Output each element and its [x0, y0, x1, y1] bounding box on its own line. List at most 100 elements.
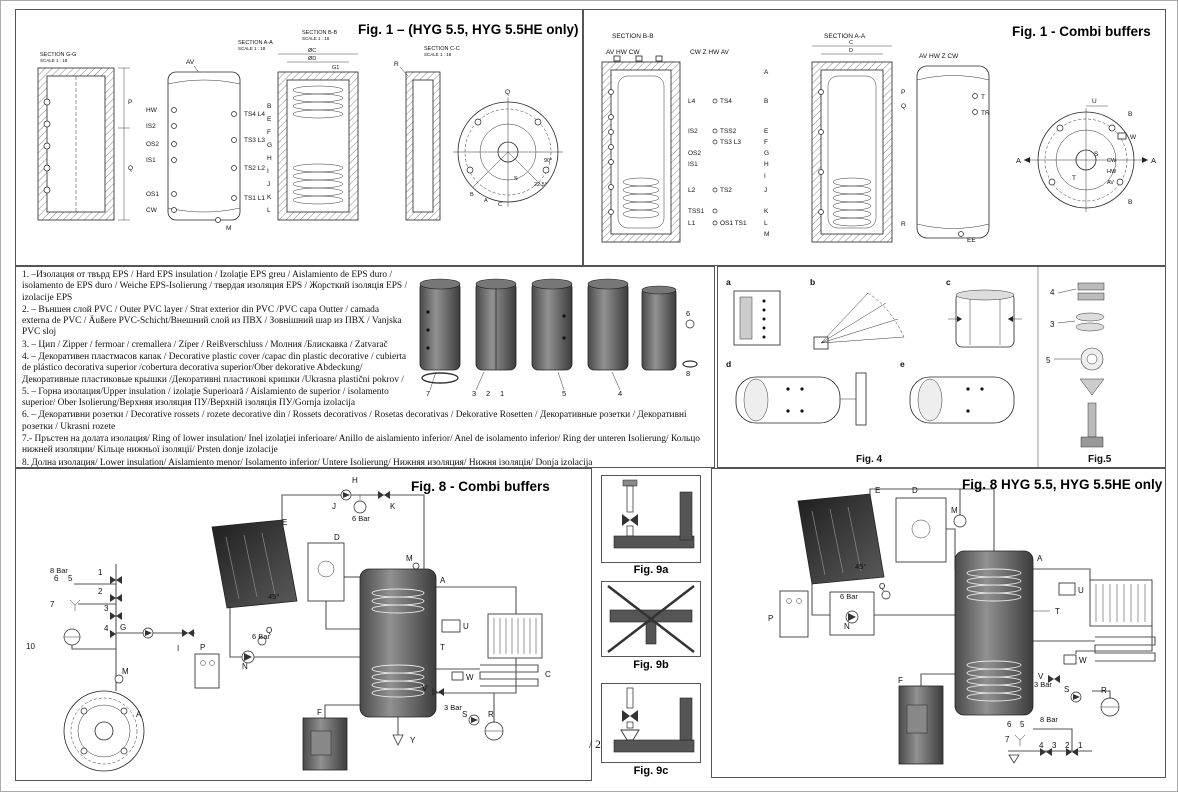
- dim-d-label: ØD: [308, 56, 316, 62]
- fig1-right-title: Fig. 1 - Combi buffers: [1012, 24, 1151, 39]
- letter-b: B: [267, 103, 271, 110]
- fig9b-drawing: [607, 585, 695, 653]
- cw-label: CW: [146, 207, 158, 214]
- hw-label: HW: [1107, 169, 1117, 175]
- r-label: R: [901, 221, 906, 228]
- letter-g: G: [267, 142, 272, 149]
- u-label: U: [463, 622, 469, 631]
- letter-e: E: [267, 116, 272, 123]
- pipes: [71, 494, 517, 735]
- d-label: D: [912, 486, 918, 495]
- row-letter: H: [764, 161, 769, 168]
- row-port: L4: [688, 98, 696, 105]
- valves-wv: W V: [422, 671, 474, 696]
- section-gg-label: SECTION G-G: [40, 52, 76, 58]
- letter-h: H: [267, 155, 272, 162]
- angle-90-label: 90°: [544, 158, 552, 164]
- callout-6: 6: [686, 309, 690, 318]
- parts-legend-panel: 1 2 3 4 5 6 7 8 1. –Изолация от: [15, 266, 715, 468]
- row-port: L2: [688, 187, 696, 194]
- subfig-e-label: e: [900, 359, 905, 369]
- legend-item-4: 4. – Декоративен пластмасов капак / Deco…: [22, 351, 407, 385]
- tank-front-view: AV HW IS2 OS2 IS1 OS1 CW TS4 L4 TS3 L3 T…: [146, 59, 265, 232]
- w-label: W: [1079, 656, 1087, 665]
- tank-section-bb: AV HW CW: [601, 49, 681, 243]
- scale-label: SCALE 1 : 18: [40, 58, 68, 63]
- m-label: M: [951, 506, 958, 515]
- pellet-stove: F: [898, 676, 944, 765]
- part-4-number: 4: [1050, 288, 1055, 297]
- fig8-right-panel: Fig. 8 HYG 5.5, HYG 5.5HE only: [711, 468, 1166, 778]
- d-label: D: [334, 533, 340, 542]
- fig4-fig5-panel: a b c d: [717, 266, 1166, 468]
- fig1-left-drawing: SECTION G-G SCALE 1 : 18 SECTION A-A SCA…: [37, 30, 563, 232]
- pump-groups: N Q 6 Bar P: [768, 582, 891, 638]
- fig1-left-title: Fig. 1 – (HYG 5.5, HYG 5.5HE only): [358, 22, 579, 37]
- boiler: D M: [895, 486, 967, 563]
- floor-heating-coil: [479, 664, 539, 687]
- num-1: 1: [98, 568, 103, 577]
- row-port: TSS1: [688, 208, 705, 215]
- subfig-d-label: d: [726, 359, 731, 369]
- row-sensor: TS3 L3: [720, 139, 741, 146]
- fig4-fig5-drawing: a b c d: [726, 267, 1112, 467]
- fig9b-panel: [601, 581, 701, 657]
- cw-label: CW: [1107, 158, 1117, 164]
- solar-collector: E 45°: [211, 518, 298, 609]
- letter-j: J: [267, 181, 270, 188]
- axis-a-right: A: [1151, 156, 1156, 165]
- boiler: D: [307, 533, 345, 602]
- legend-item-5: 5. – Горна изолация/Upper insulation / i…: [22, 386, 389, 409]
- buffer-tank: A: [954, 550, 1043, 716]
- legend-item-2: 2. – Външен слой PVC / Outer PVC layer /…: [22, 304, 402, 338]
- fig8-left-panel: Fig. 8 - Combi buffers: [15, 468, 592, 781]
- parts-legend-text: 1 2 3 4 5 6 7 8 1. –Изолация от: [16, 267, 714, 467]
- num-3: 3: [104, 604, 109, 613]
- subfig-b-label: b: [810, 277, 815, 287]
- os2-label: OS2: [146, 141, 159, 148]
- collector-e-label: E: [875, 486, 880, 495]
- legend-item-1: 1. –Изолация от твърд EPS / Hard EPS ins…: [22, 270, 408, 303]
- letter-column: B E F G H I J K L: [267, 103, 272, 214]
- fig8-left-scheme: E 45° H J K 6 Bar D: [26, 476, 551, 772]
- fig1-right-drawing: SECTION B-B SECTION A-A AV HW CW CW Z HW…: [601, 33, 1156, 244]
- top-view-circle: Q 90° 22.5° B A C S: [453, 89, 563, 208]
- w-label: W: [466, 673, 474, 682]
- callout-2: 2: [486, 389, 490, 398]
- exploded-diagram: 1 2 3 4 5 6 7 8: [414, 272, 706, 400]
- radiator: [1089, 579, 1153, 627]
- tank-top-view: A: [63, 690, 145, 772]
- num-10: 10: [26, 642, 35, 651]
- row-port: OS2: [688, 150, 701, 157]
- fig1-right-panel: Fig. 1 - Combi buffers SECTION B-B SECTI…: [583, 9, 1166, 266]
- fig9c-caption: Fig. 9c: [633, 765, 669, 777]
- subfig-e: [909, 376, 1015, 424]
- m-label: M: [226, 225, 231, 232]
- fig5-parts: 4 3 5: [1046, 282, 1105, 448]
- circle-q-label: Q: [505, 89, 510, 96]
- callout-1: 1: [500, 389, 504, 398]
- row-letter: F: [764, 139, 768, 146]
- axis-a-left: A: [1016, 156, 1021, 165]
- letter-k: K: [267, 194, 272, 201]
- collector-angle-label: 45°: [855, 562, 866, 571]
- num-7: 7: [1005, 735, 1010, 744]
- row-port: L1: [688, 220, 696, 227]
- dim-d-label: D: [849, 48, 853, 54]
- ts3-l3-label: TS3 L3: [244, 137, 265, 144]
- n-label: N: [844, 622, 850, 631]
- dim-g1-label: G1: [332, 65, 339, 71]
- cold-water-row: 8 Bar 6 5 7 4 3 2 1: [1005, 715, 1083, 764]
- s-label: S: [1094, 151, 1099, 158]
- s-label: S: [1064, 685, 1069, 694]
- num-4: 4: [104, 624, 109, 633]
- g-label: G: [120, 623, 126, 632]
- circle-s-label: S: [514, 176, 518, 182]
- exploded-callouts: 1 2 3 4 5 6 7 8: [426, 309, 698, 398]
- row-letter: L: [764, 220, 768, 227]
- strainer-icon: [69, 599, 81, 611]
- n-label: N: [242, 662, 248, 671]
- part-5-number: 5: [1046, 356, 1051, 365]
- p-label: P: [901, 89, 905, 96]
- circle-b-label: B: [470, 192, 474, 198]
